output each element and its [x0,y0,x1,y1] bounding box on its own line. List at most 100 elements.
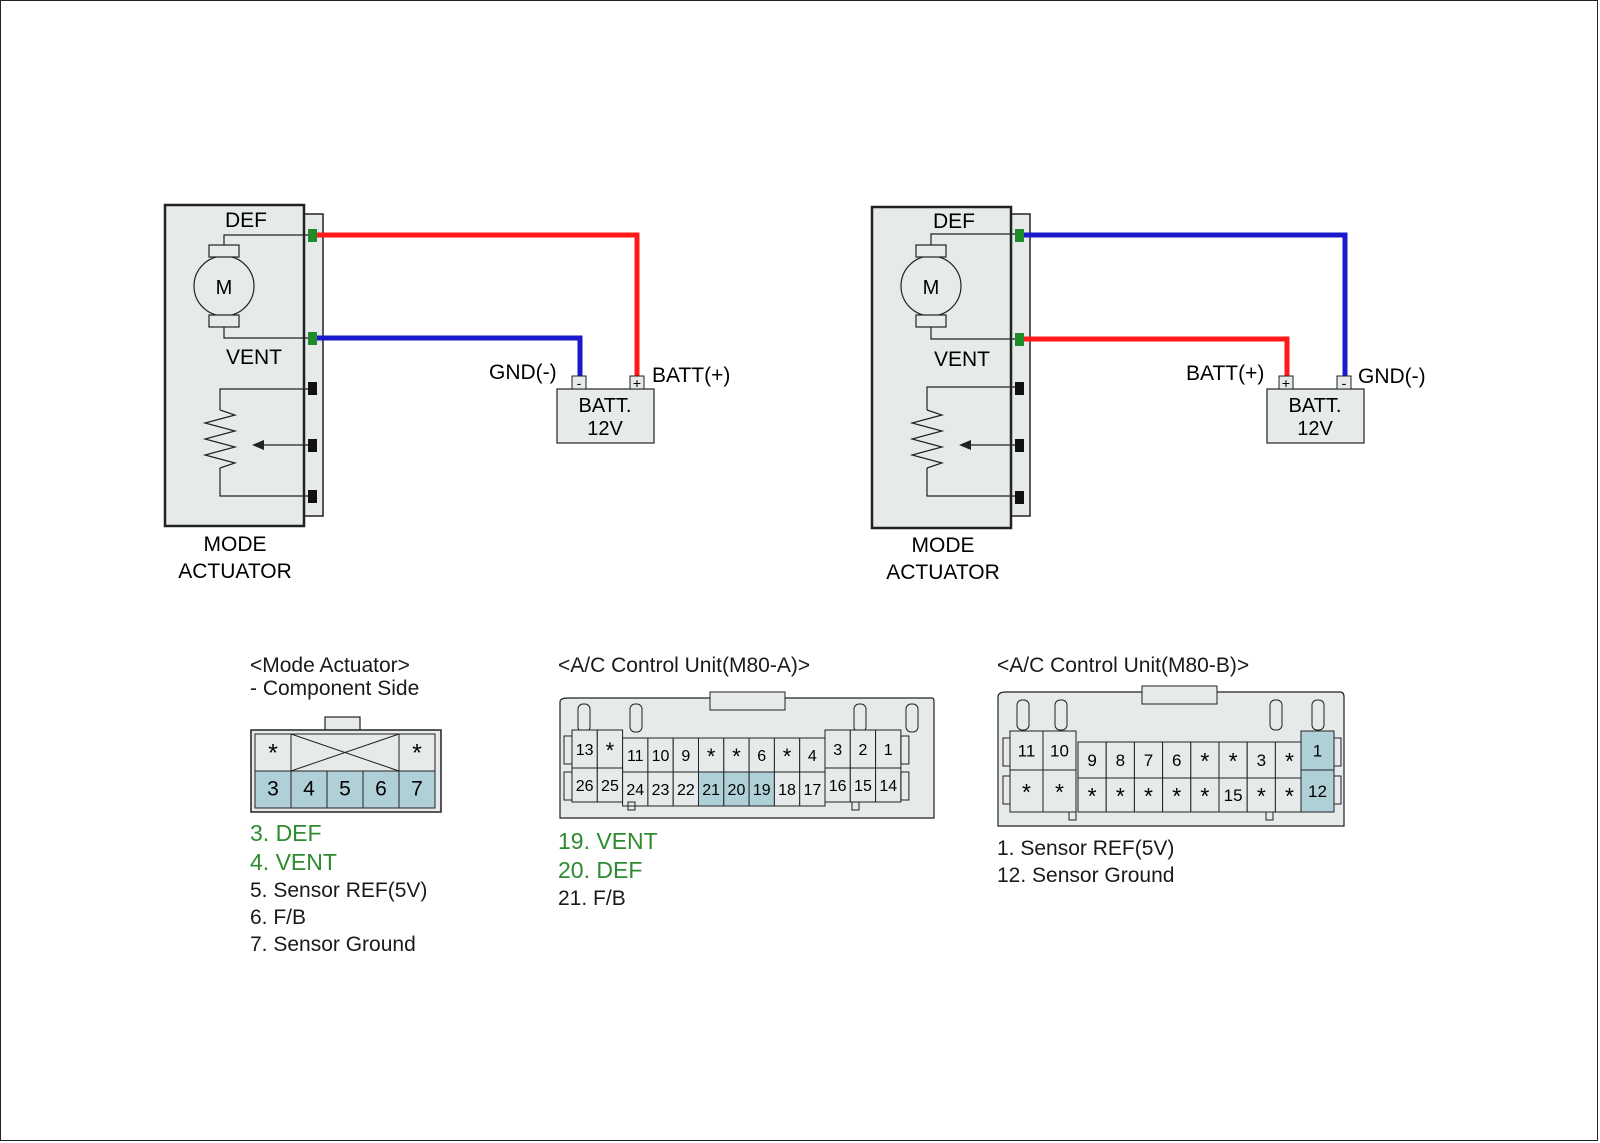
left-component-label-2: ACTUATOR [178,560,292,583]
right-battery-neg-post [1336,375,1352,390]
right-pot-top-lead [926,386,1017,410]
m80b-top-cell-1-box [1042,730,1077,771]
m80b-side-guide-left-top [1002,737,1011,767]
m80b-connector-title: <A/C Control Unit(M80-B)> [997,654,1250,677]
m80b-top-cell-1: 10 [1042,730,1077,771]
right-terminal-strip [1010,213,1031,517]
m80a-top-cell-3-label: 10 [652,748,670,765]
m80a-top-cell-11: 2 [849,729,877,769]
m80b-bottom-cell-7-box [1218,777,1248,813]
right-component-label-2: ACTUATOR [886,561,1000,584]
right-motor-brush-top [915,244,947,258]
left-plus-sign: + [633,375,641,391]
m80b-bottom-cell-4-box [1133,777,1164,813]
m80b-top-cell-2-label: 9 [1087,751,1096,770]
left-battery [556,388,655,444]
m80a-bottom-cell-4-label: 22 [677,782,695,799]
m80b-top-cell-10: 1 [1300,730,1335,771]
m80b-bottom-cell-9-box [1274,777,1305,813]
m80a-top-cell-12-label: 1 [884,742,893,759]
m80b-pin-list: 1. Sensor REF(5V)12. Sensor Ground [997,835,1174,889]
right-minus-sign: - [1342,375,1347,391]
m80b-bottom-cell-9: * [1274,777,1305,813]
right-vent-lead [930,327,1017,340]
m80a-bottom-cell-5-label: 21 [702,782,720,799]
m80b-top-cell-7-box [1218,741,1248,779]
left-def-wire [317,232,640,376]
pin-description: 3. DEF [250,820,322,846]
m80a-bottom-cell-2: 24 [622,771,649,807]
m80a-top-cell-5: * [698,737,725,773]
mode-bottom-cell-0: 3 [254,770,292,809]
m80a-bottom-cell-9-box [799,771,826,807]
m80b-bottom-cell-5: * [1162,777,1192,813]
m80a-top-cell-2-box [622,737,649,773]
left-battery-label-1: BATT. [579,395,632,417]
m80a-top-cell-5-label: * [707,744,716,769]
m80b-side-guide-right-top [1333,737,1342,767]
m80a-bottom-cell-11-label: 15 [854,778,872,795]
m80a-bottom-cell-8-box [773,771,801,807]
mode-bottom-cell-4-box [398,770,436,809]
m80b-top-cell-5: 6 [1162,741,1192,779]
mode-bottom-cell-1-box [290,770,328,809]
pin-description: 12. Sensor Ground [997,864,1175,887]
m80a-top-cell-0: 13 [571,729,598,769]
mode-bottom-cell-4-label: 7 [411,778,423,801]
m80a-top-cell-6-box [723,737,750,773]
m80a-clip-2 [629,703,643,733]
m80a-top-cell-1: * [596,729,624,769]
m80a-bottom-cell-9: 17 [799,771,826,807]
m80a-bottom-cell-4-box [672,771,700,807]
m80b-top-cell-6-label: * [1200,748,1209,774]
m80b-bottom-cell-10-box [1300,769,1335,813]
m80b-bottom-cell-2: * [1077,777,1107,813]
pin-description: 6. F/B [250,906,307,929]
m80b-top-cell-2-box [1077,741,1107,779]
m80b-clip-4 [1311,699,1325,731]
right-resistor-icon [909,409,945,469]
m80b-side-guide-right-bottom [1333,775,1342,805]
pin-description: 7. Sensor Ground [250,933,416,956]
m80b-top-cell-6: * [1190,741,1220,779]
m80b-bottom-cell-3-box [1105,777,1135,813]
left-battery-neg-post [571,375,587,390]
m80a-top-cell-4: 9 [672,737,700,773]
m80b-bottom-cell-0-label: * [1022,779,1031,805]
mode-connector-subtitle: - Component Side [250,677,420,700]
m80a-top-cell-8-label: * [783,744,792,769]
m80a-bottom-cell-11: 15 [849,767,877,803]
m80a-top-cell-7: 6 [748,737,775,773]
m80a-side-guide-right-bottom [900,771,910,801]
m80b-top-cell-0-box [1009,730,1044,771]
m80b-top-cell-10-box [1300,730,1335,771]
mode-top-cell-0: * [254,733,292,772]
left-battery-pos-post [629,375,645,390]
m80a-bottom-cell-10: 16 [824,767,851,803]
mode-connector-title: <Mode Actuator> [250,654,410,677]
m80a-top-cell-1-label: * [606,738,615,763]
m80a-top-cell-11-label: 2 [858,742,867,759]
pin-description: 21. F/B [558,887,626,910]
left-wiper-arrow-icon [252,440,264,450]
m80a-bottom-cell-4: 22 [672,771,700,807]
left-motor-symbol: M [216,277,233,299]
m80a-bottom-notch-left [627,801,636,811]
m80b-top-cell-1-label: 10 [1050,742,1069,761]
m80a-bottom-cell-0: 26 [571,767,598,803]
m80a-bottom-cell-0-label: 26 [576,778,594,795]
m80b-bottom-cell-6-label: * [1200,783,1209,809]
right-vent-label: VENT [934,348,990,371]
m80a-bottom-cell-2-label: 24 [626,782,644,799]
m80b-top-cell-9-label: * [1285,748,1294,774]
left-batt-label: BATT(+) [652,364,730,387]
m80a-top-cell-11-box [849,729,877,769]
m80b-bottom-cell-7-label: 15 [1224,786,1243,805]
m80a-top-cell-9-box [799,737,826,773]
pin-description: 20. DEF [558,857,643,883]
right-def-lead [930,233,1017,245]
m80b-top-cell-2: 9 [1077,741,1107,779]
m80a-bottom-cell-1-box [596,767,624,803]
